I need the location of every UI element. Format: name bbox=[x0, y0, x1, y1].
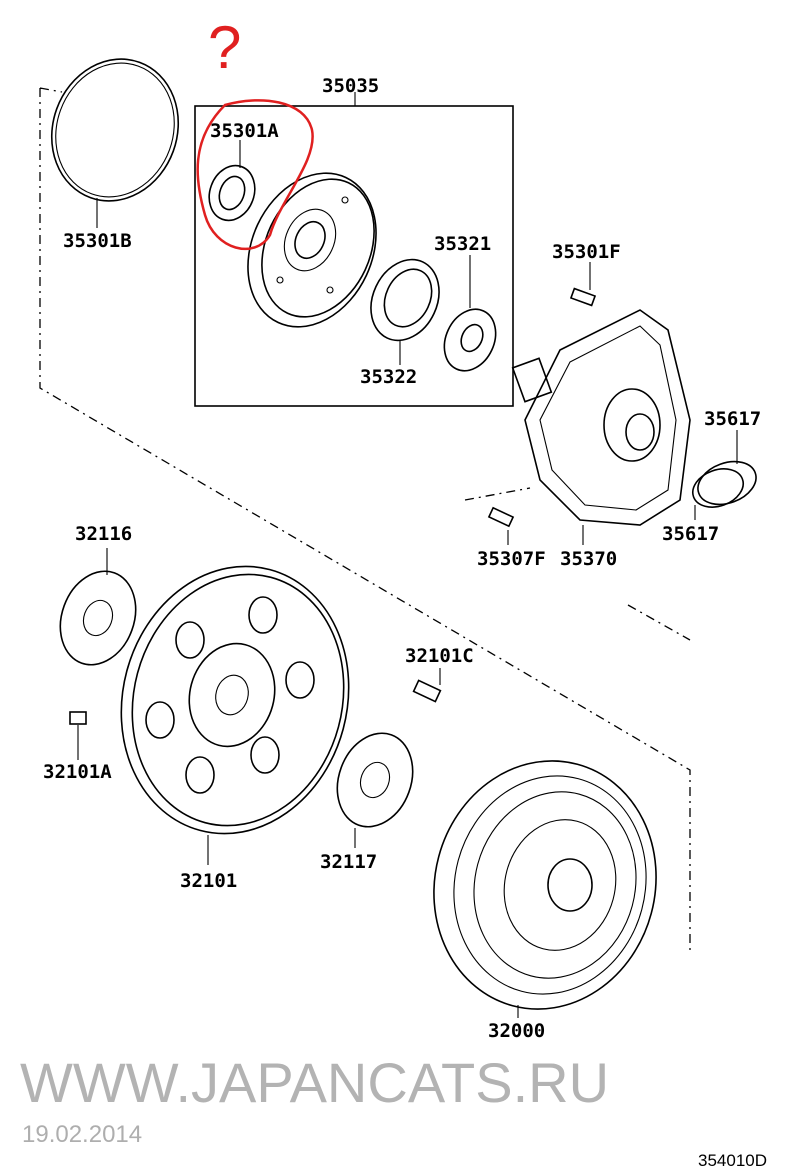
plate-32117 bbox=[336, 732, 414, 848]
label-35301b: 35301B bbox=[63, 230, 132, 252]
o-ring-35301b bbox=[50, 58, 180, 202]
label-35321: 35321 bbox=[434, 233, 491, 255]
driven-gear-35322 bbox=[370, 258, 440, 365]
assembly-outline bbox=[39, 87, 691, 955]
bolt-35307f bbox=[487, 506, 515, 545]
torque-converter-32000 bbox=[433, 760, 657, 1018]
bolt-32101a bbox=[69, 711, 87, 760]
label-35617-top: 35617 bbox=[704, 408, 761, 430]
oil-seal-35301a bbox=[208, 140, 256, 222]
watermark-date: 19.02.2014 bbox=[22, 1121, 142, 1148]
label-35322: 35322 bbox=[360, 366, 417, 388]
label-32117: 32117 bbox=[320, 851, 377, 873]
red-circle-mark bbox=[196, 99, 314, 251]
plate-32116 bbox=[59, 548, 137, 666]
label-32101a: 32101A bbox=[43, 761, 112, 783]
watermark-site: WWW.JAPANCATS.RU bbox=[20, 1051, 609, 1114]
drive-gear-35321 bbox=[443, 255, 497, 372]
label-35307f: 35307F bbox=[477, 548, 546, 570]
bolt-32101c bbox=[412, 668, 442, 703]
label-35370: 35370 bbox=[560, 548, 617, 570]
annotation-question-mark: ? bbox=[208, 14, 241, 81]
label-32000: 32000 bbox=[488, 1020, 545, 1042]
label-32116: 32116 bbox=[75, 523, 132, 545]
label-32101: 32101 bbox=[180, 870, 237, 892]
red-annotation bbox=[196, 99, 314, 251]
label-35035: 35035 bbox=[322, 75, 379, 97]
drive-plate-32101 bbox=[120, 565, 350, 865]
label-35617-bottom: 35617 bbox=[662, 523, 719, 545]
pump-housing-35370 bbox=[511, 309, 691, 545]
diagram-code: 354010D bbox=[698, 1151, 767, 1170]
label-32101c: 32101C bbox=[405, 645, 474, 667]
o-ring-inner-edge bbox=[55, 62, 175, 198]
snap-rings-35617 bbox=[692, 430, 757, 520]
pump-kit-box bbox=[194, 105, 514, 407]
label-35301f: 35301F bbox=[552, 241, 621, 263]
bolt-35301f bbox=[569, 262, 597, 307]
pump-body bbox=[247, 172, 377, 328]
label-35301a: 35301A bbox=[210, 120, 279, 142]
